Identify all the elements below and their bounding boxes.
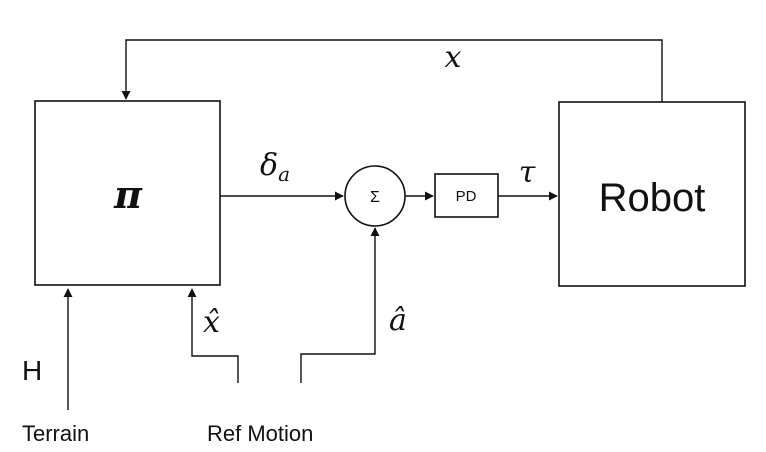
pd-label: PD bbox=[456, 188, 477, 205]
a-hat-wire bbox=[300, 227, 380, 383]
sum-junction: Σ bbox=[344, 165, 406, 227]
x-hat-wire bbox=[187, 288, 239, 383]
ref-motion-label: Ref Motion bbox=[207, 421, 313, 446]
terrain-label: Terrain bbox=[22, 421, 89, 446]
state-x-label: x bbox=[445, 40, 462, 75]
a-hat-label: â bbox=[389, 303, 407, 338]
robot-label: Robot bbox=[599, 176, 706, 220]
tau-label: τ bbox=[519, 155, 536, 190]
pd-block: PD bbox=[434, 173, 499, 218]
sum-label: Σ bbox=[370, 189, 380, 206]
policy-block: π bbox=[34, 100, 221, 286]
terrain-h-label: H bbox=[22, 355, 42, 386]
feedback-wire bbox=[121, 39, 663, 102]
delta-a-label: δa bbox=[260, 148, 290, 186]
policy-label: π bbox=[113, 172, 143, 217]
robot-block: Robot bbox=[558, 101, 746, 287]
x-hat-label: x̂ bbox=[203, 305, 220, 340]
